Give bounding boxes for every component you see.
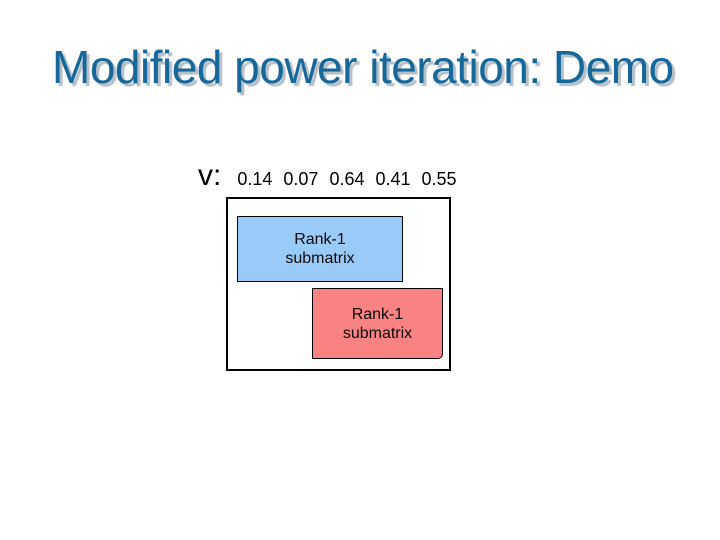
vector-value: 0.07 <box>283 169 319 189</box>
vector-value: 0.55 <box>421 169 457 189</box>
vector-row: v: 0.14 0.07 0.64 0.41 0.55 <box>198 161 457 191</box>
rank1-submatrix-red-line2: submatrix <box>342 324 413 342</box>
rank1-submatrix-red-line1: Rank-1 <box>351 305 404 323</box>
rank1-submatrix-blue-line2: submatrix <box>285 250 355 267</box>
vector-value: 0.41 <box>375 169 411 189</box>
rank1-submatrix-red: Rank-1 submatrix <box>312 288 443 359</box>
vector-values: 0.14 0.07 0.64 0.41 0.55 <box>237 170 456 188</box>
rank1-submatrix-blue-line1: Rank-1 <box>294 231 346 248</box>
vector-value: 0.14 <box>237 169 273 189</box>
vector-label: v: <box>198 159 222 192</box>
rank1-submatrix-blue: Rank-1 submatrix <box>237 216 403 282</box>
vector-value: 0.64 <box>329 169 365 189</box>
slide-title: Modified power iteration: Demo <box>52 41 674 93</box>
